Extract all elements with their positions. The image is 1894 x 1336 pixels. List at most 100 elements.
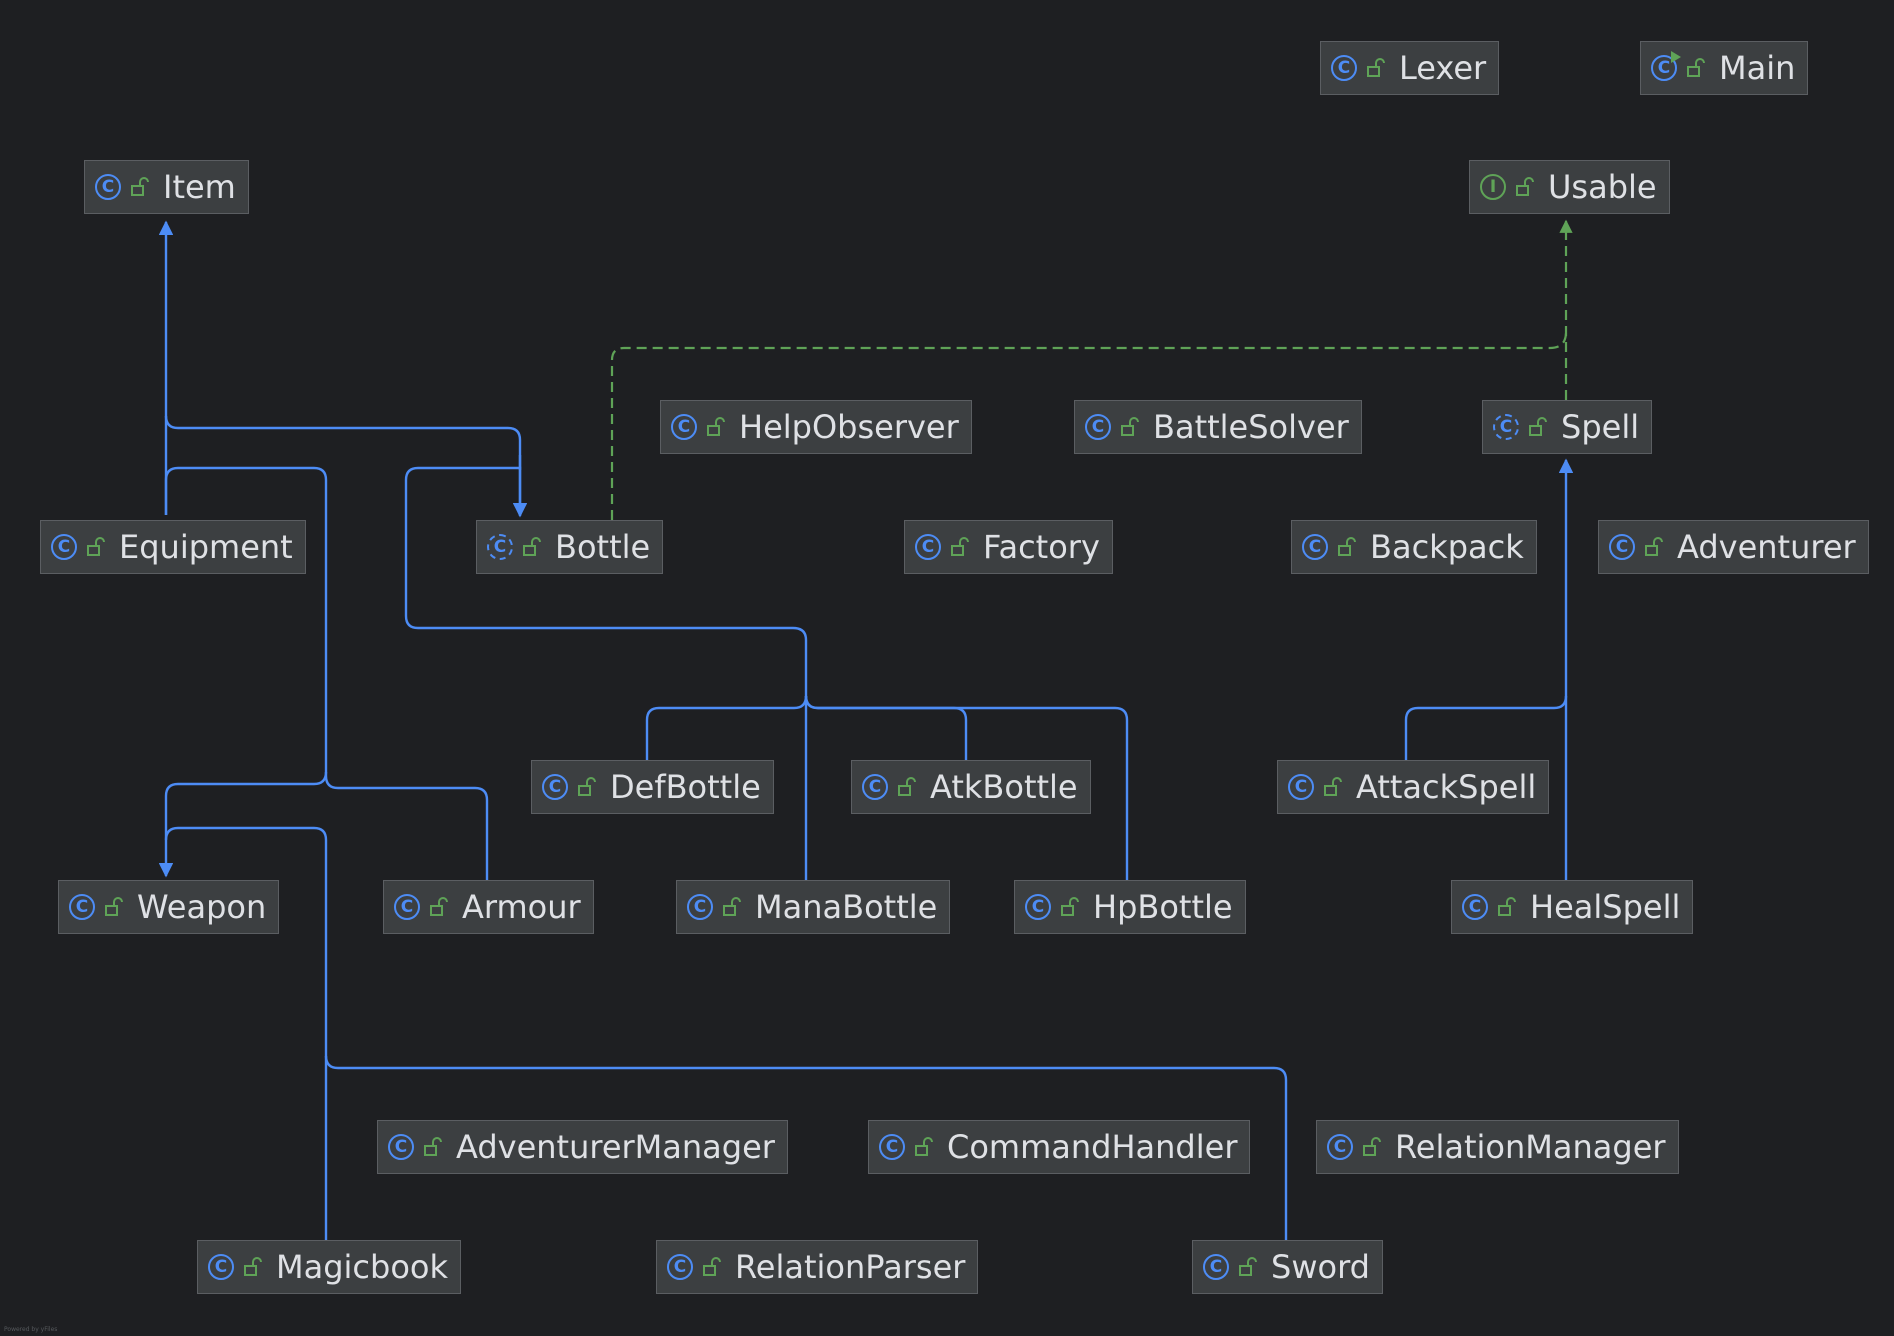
node-label: Factory (983, 528, 1100, 566)
unlocked-icon (424, 1137, 442, 1156)
node-label: Lexer (1399, 49, 1487, 87)
abstract-class-icon: C (1493, 414, 1519, 440)
class-icon: C (208, 1254, 234, 1280)
class-icon: C (1609, 534, 1635, 560)
unlocked-icon (1121, 417, 1139, 436)
unlocked-icon (1529, 417, 1547, 436)
edge-magicbook-weapon (164, 826, 328, 1240)
node-adventurer[interactable]: C Adventurer (1598, 520, 1869, 574)
node-commandhandler[interactable]: C CommandHandler (868, 1120, 1251, 1174)
node-factory[interactable]: C Factory (904, 520, 1113, 574)
edge-armour-equipment (324, 775, 489, 880)
node-label: Magicbook (276, 1248, 449, 1286)
node-manabottle[interactable]: C ManaBottle (676, 880, 951, 934)
node-label: HealSpell (1530, 888, 1681, 926)
unlocked-icon (1061, 897, 1079, 916)
node-attackspell[interactable]: C AttackSpell (1277, 760, 1550, 814)
runnable-class-icon: C (1651, 51, 1681, 81)
node-relationparser[interactable]: C RelationParser (656, 1240, 979, 1294)
class-icon: C (687, 894, 713, 920)
node-relationmanager[interactable]: C RelationManager (1316, 1120, 1679, 1174)
class-icon: C (1327, 1134, 1353, 1160)
node-armour[interactable]: C Armour (383, 880, 594, 934)
node-item[interactable]: C Item (84, 160, 249, 214)
node-equipment[interactable]: C Equipment (40, 520, 306, 574)
class-icon: C (1331, 55, 1357, 81)
node-label: Equipment (119, 528, 293, 566)
unlocked-icon (723, 897, 741, 916)
class-icon: C (388, 1134, 414, 1160)
class-icon: C (1288, 774, 1314, 800)
node-label: DefBottle (610, 768, 761, 806)
class-icon: C (915, 534, 941, 560)
class-icon: C (1025, 894, 1051, 920)
unlocked-icon (87, 537, 105, 556)
unlocked-icon (1367, 58, 1385, 77)
node-atkbottle[interactable]: C AtkBottle (851, 760, 1091, 814)
node-label: RelationParser (735, 1248, 966, 1286)
unlocked-icon (898, 777, 916, 796)
unlocked-icon (915, 1137, 933, 1156)
node-label: BattleSolver (1153, 408, 1349, 446)
node-label: AdventurerManager (456, 1128, 775, 1166)
edge-trunk-equipment (164, 466, 328, 776)
class-icon: C (879, 1134, 905, 1160)
class-icon: C (95, 174, 121, 200)
interface-icon: I (1480, 174, 1506, 200)
edge-bottle-usable (610, 331, 1568, 520)
unlocked-icon (1498, 897, 1516, 916)
unlocked-icon (578, 777, 596, 796)
node-label: AttackSpell (1356, 768, 1537, 806)
node-lexer[interactable]: C Lexer (1320, 41, 1500, 95)
class-icon: C (1462, 894, 1488, 920)
unlocked-icon (703, 1257, 721, 1276)
unlocked-icon (1645, 537, 1663, 556)
node-label: Main (1719, 49, 1796, 87)
class-icon: C (671, 414, 697, 440)
node-label: Spell (1561, 408, 1640, 446)
edge-bottle-item (164, 415, 522, 515)
unlocked-icon (1516, 177, 1534, 196)
node-healspell[interactable]: C HealSpell (1451, 880, 1694, 934)
node-label: AtkBottle (930, 768, 1078, 806)
edge-hpbottle-bottle (804, 695, 1129, 880)
node-magicbook[interactable]: C Magicbook (197, 1240, 462, 1294)
class-icon: C (1302, 534, 1328, 560)
node-hpbottle[interactable]: C HpBottle (1014, 880, 1246, 934)
node-label: Item (163, 168, 236, 206)
class-icon: C (394, 894, 420, 920)
unlocked-icon (951, 537, 969, 556)
node-sword[interactable]: C Sword (1192, 1240, 1383, 1294)
node-helpobserver[interactable]: C HelpObserver (660, 400, 972, 454)
node-backpack[interactable]: C Backpack (1291, 520, 1537, 574)
edge-attackspell-spell (1404, 695, 1568, 760)
node-label: Backpack (1370, 528, 1524, 566)
node-usable[interactable]: I Usable (1469, 160, 1670, 214)
node-label: RelationManager (1395, 1128, 1666, 1166)
node-label: Usable (1548, 168, 1657, 206)
node-label: HpBottle (1093, 888, 1233, 926)
unlocked-icon (1239, 1257, 1257, 1276)
unlocked-icon (1687, 58, 1705, 77)
unlocked-icon (244, 1257, 262, 1276)
edge-defbottle-bottle (645, 695, 808, 760)
node-label: Sword (1271, 1248, 1370, 1286)
unlocked-icon (105, 897, 123, 916)
node-adventurermanager[interactable]: C AdventurerManager (377, 1120, 788, 1174)
node-battlesolver[interactable]: C BattleSolver (1074, 400, 1362, 454)
node-weapon[interactable]: C Weapon (58, 880, 280, 934)
node-label: ManaBottle (755, 888, 938, 926)
node-spell[interactable]: C Spell (1482, 400, 1653, 454)
node-bottle[interactable]: C Bottle (476, 520, 664, 574)
node-label: Adventurer (1677, 528, 1856, 566)
unlocked-icon (131, 177, 149, 196)
unlocked-icon (523, 537, 541, 556)
class-icon: C (1085, 414, 1111, 440)
node-label: HelpObserver (739, 408, 959, 446)
class-icon: C (69, 894, 95, 920)
node-defbottle[interactable]: C DefBottle (531, 760, 774, 814)
node-main[interactable]: C Main (1640, 41, 1809, 95)
class-icon: C (51, 534, 77, 560)
class-icon: C (1203, 1254, 1229, 1280)
